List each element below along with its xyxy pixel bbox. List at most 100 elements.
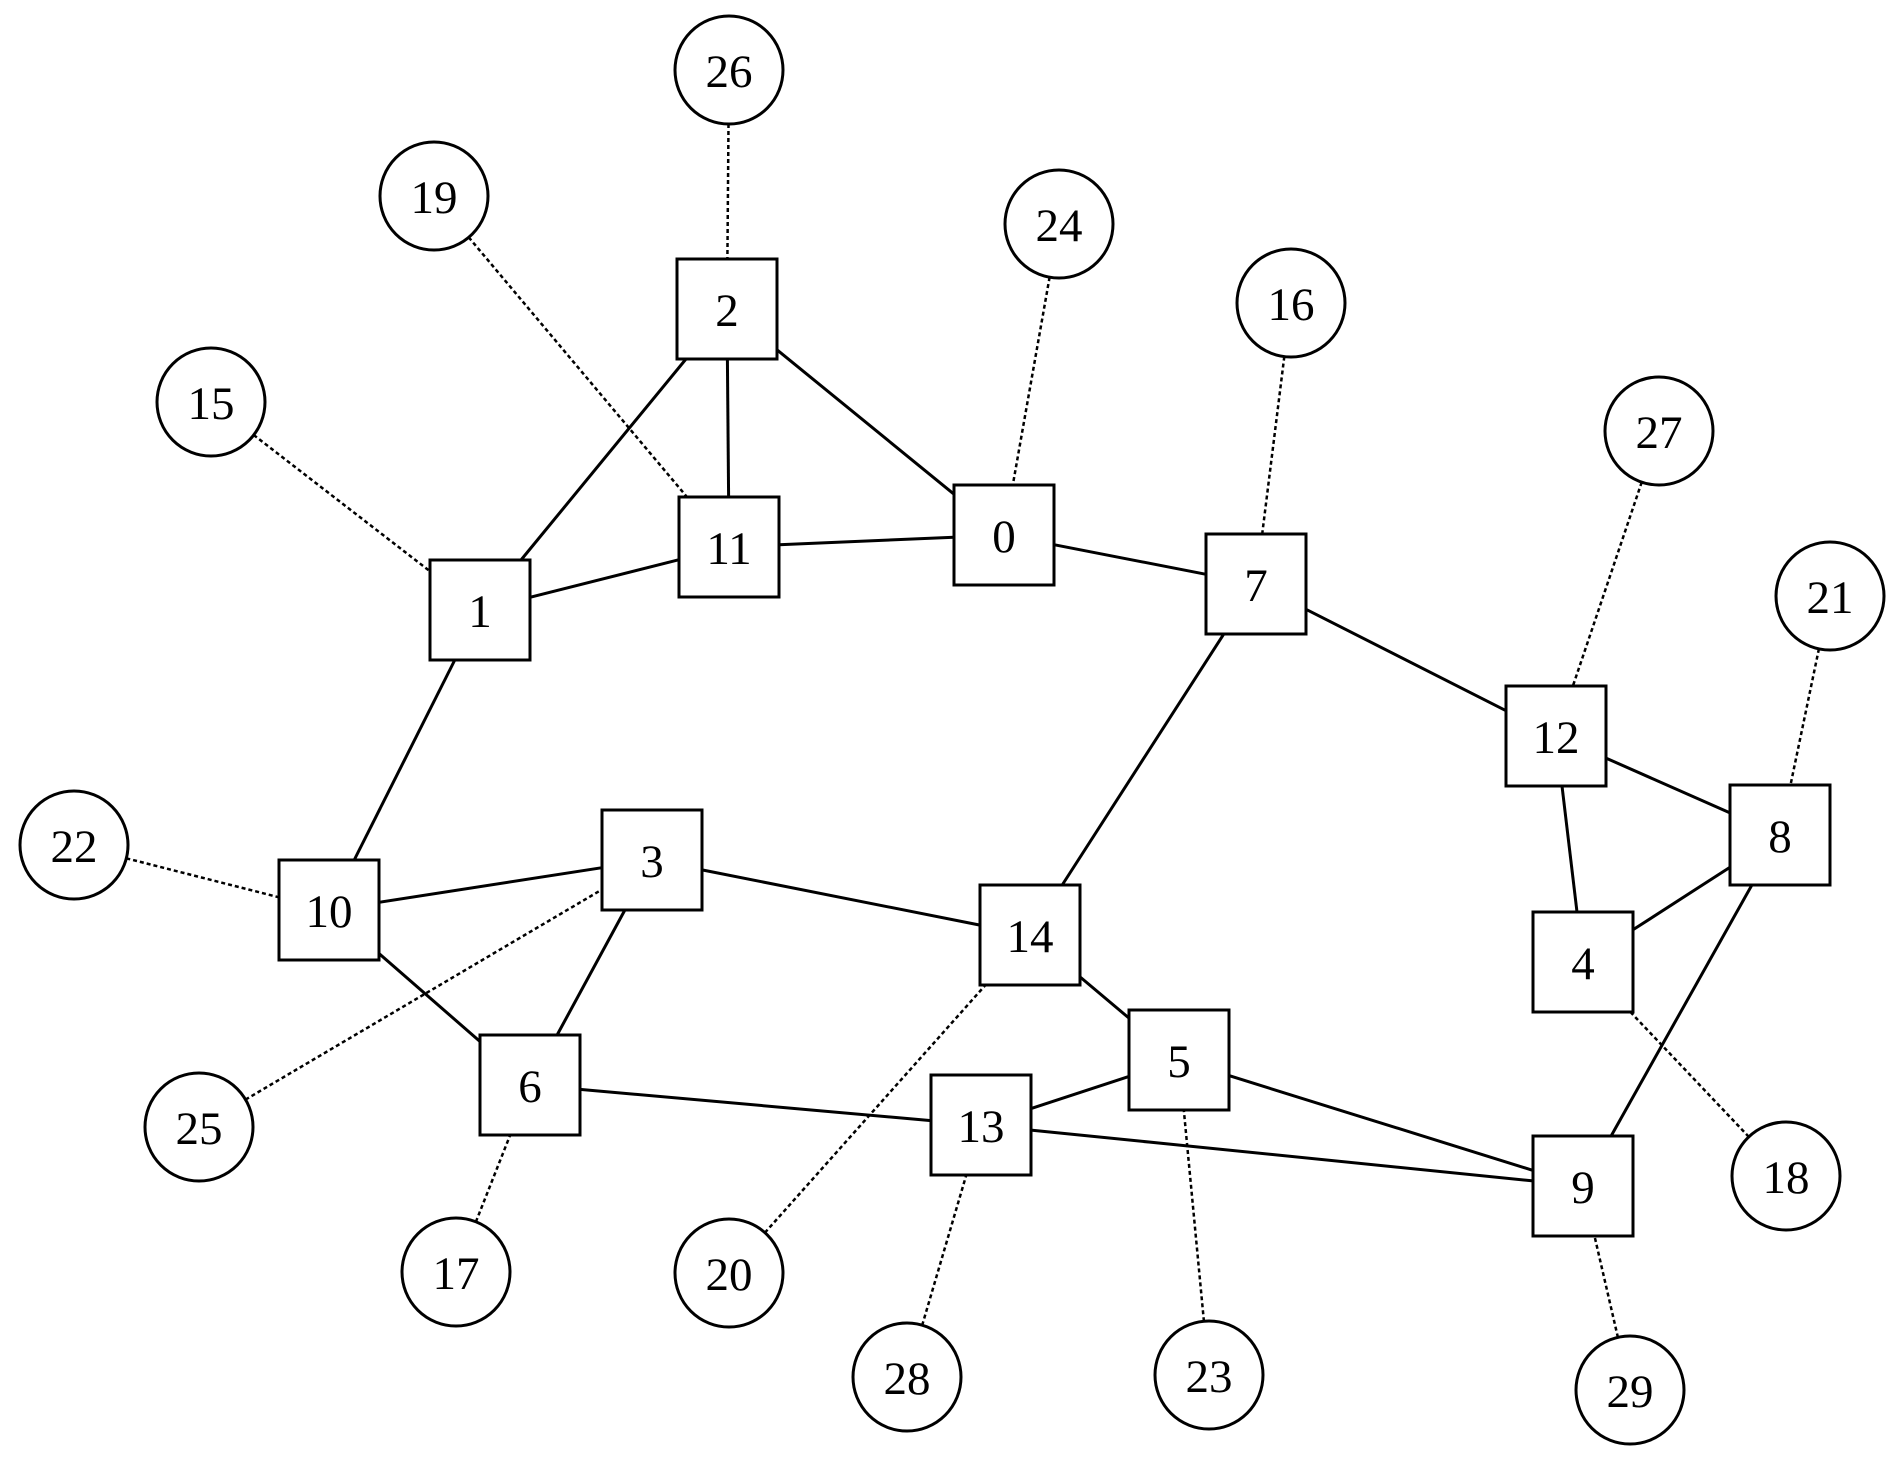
node-label: 18: [1763, 1152, 1810, 1204]
edge-3-6: [555, 909, 627, 1036]
edge-2-0: [776, 348, 955, 496]
node-label: 0: [992, 511, 1016, 563]
node-0: 0: [952, 483, 1056, 587]
edge-12-4: [1560, 785, 1579, 913]
edge-17-6: [474, 1134, 512, 1223]
node-square: [675, 257, 779, 361]
node-square: [1531, 1134, 1635, 1238]
edge-29-9: [1593, 1235, 1620, 1338]
node-14: 14: [978, 883, 1082, 987]
edge-11-0: [778, 535, 955, 547]
edge-18-4: [1629, 1011, 1750, 1138]
node-label: 29: [1607, 1366, 1654, 1418]
node-circle: [1235, 247, 1347, 359]
edge-1-11: [529, 558, 680, 599]
node-label: 6: [518, 1061, 542, 1113]
node-28: 28: [851, 1321, 963, 1433]
edge-2-1: [519, 358, 688, 561]
node-label: 24: [1036, 200, 1083, 252]
edge-28-13: [921, 1174, 968, 1326]
node-18: 18: [1730, 1120, 1842, 1232]
node-circle: [378, 140, 490, 252]
node-label: 14: [1007, 911, 1054, 963]
edge-5-9: [1228, 1074, 1534, 1172]
node-label: 9: [1571, 1162, 1595, 1214]
node-23: 23: [1153, 1319, 1265, 1431]
edge-16-7: [1260, 356, 1286, 535]
node-label: 28: [884, 1353, 931, 1405]
edge-25-3: [244, 888, 603, 1101]
node-label: 1: [468, 586, 492, 638]
node-15: 15: [155, 346, 267, 458]
edge-3-14: [701, 868, 981, 927]
node-label: 23: [1186, 1351, 1233, 1403]
edge-10-3: [378, 866, 603, 904]
edge-6-13: [579, 1087, 932, 1123]
node-label: 4: [1571, 938, 1595, 990]
node-label: 8: [1768, 811, 1792, 863]
node-label: 11: [706, 523, 751, 575]
node-29: 29: [1574, 1334, 1686, 1446]
edge-0-7: [1053, 543, 1207, 576]
node-square: [277, 858, 381, 962]
node-21: 21: [1774, 540, 1886, 652]
node-circle: [673, 1217, 785, 1329]
node-circle: [155, 346, 267, 458]
node-circle: [673, 14, 785, 126]
node-label: 15: [188, 378, 235, 430]
node-label: 3: [640, 836, 664, 888]
node-square: [1127, 1008, 1231, 1112]
edge-7-14: [1060, 633, 1226, 886]
node-circle: [1153, 1319, 1265, 1431]
node-square: [428, 558, 532, 662]
node-label: 26: [706, 46, 753, 98]
edge-14-5: [1079, 975, 1130, 1020]
node-square: [478, 1033, 582, 1137]
edge-24-0: [1011, 276, 1051, 486]
node-label: 10: [306, 886, 353, 938]
node-25: 25: [143, 1071, 255, 1183]
node-label: 12: [1533, 712, 1580, 764]
edge-4-8: [1632, 865, 1731, 932]
node-label: 20: [706, 1249, 753, 1301]
node-22: 22: [18, 789, 130, 901]
node-square: [952, 483, 1056, 587]
edge-1-10: [352, 659, 457, 861]
node-label: 27: [1636, 407, 1683, 459]
node-label: 7: [1244, 560, 1268, 612]
node-square: [1531, 910, 1635, 1014]
node-square: [1204, 532, 1308, 636]
node-square: [600, 808, 704, 912]
node-26: 26: [673, 14, 785, 126]
edge-8-9: [1609, 884, 1754, 1137]
node-circle: [18, 789, 130, 901]
node-square: [677, 495, 781, 599]
edge-13-9: [1030, 1128, 1534, 1183]
node-circle: [851, 1321, 963, 1433]
node-square: [1728, 783, 1832, 887]
node-27: 27: [1603, 375, 1715, 487]
edges-layer: [125, 123, 1821, 1338]
node-square: [929, 1073, 1033, 1177]
node-label: 21: [1807, 572, 1854, 624]
node-square: [978, 883, 1082, 987]
node-circle: [1730, 1120, 1842, 1232]
node-circle: [400, 1216, 512, 1328]
node-label: 16: [1268, 279, 1315, 331]
node-circle: [1774, 540, 1886, 652]
node-11: 11: [677, 495, 781, 599]
node-24: 24: [1003, 168, 1115, 280]
edge-15-1: [252, 434, 431, 573]
node-label: 17: [433, 1248, 480, 1300]
edge-20-14: [763, 984, 987, 1234]
edge-27-12: [1571, 481, 1643, 687]
node-label: 2: [715, 285, 739, 337]
node-17: 17: [400, 1216, 512, 1328]
node-circle: [1574, 1334, 1686, 1446]
node-9: 9: [1531, 1134, 1635, 1238]
node-19: 19: [378, 140, 490, 252]
edge-19-11: [467, 236, 688, 498]
node-circle: [1003, 168, 1115, 280]
nodes-layer: 0123456789101112131415161718192021222324…: [18, 14, 1886, 1446]
